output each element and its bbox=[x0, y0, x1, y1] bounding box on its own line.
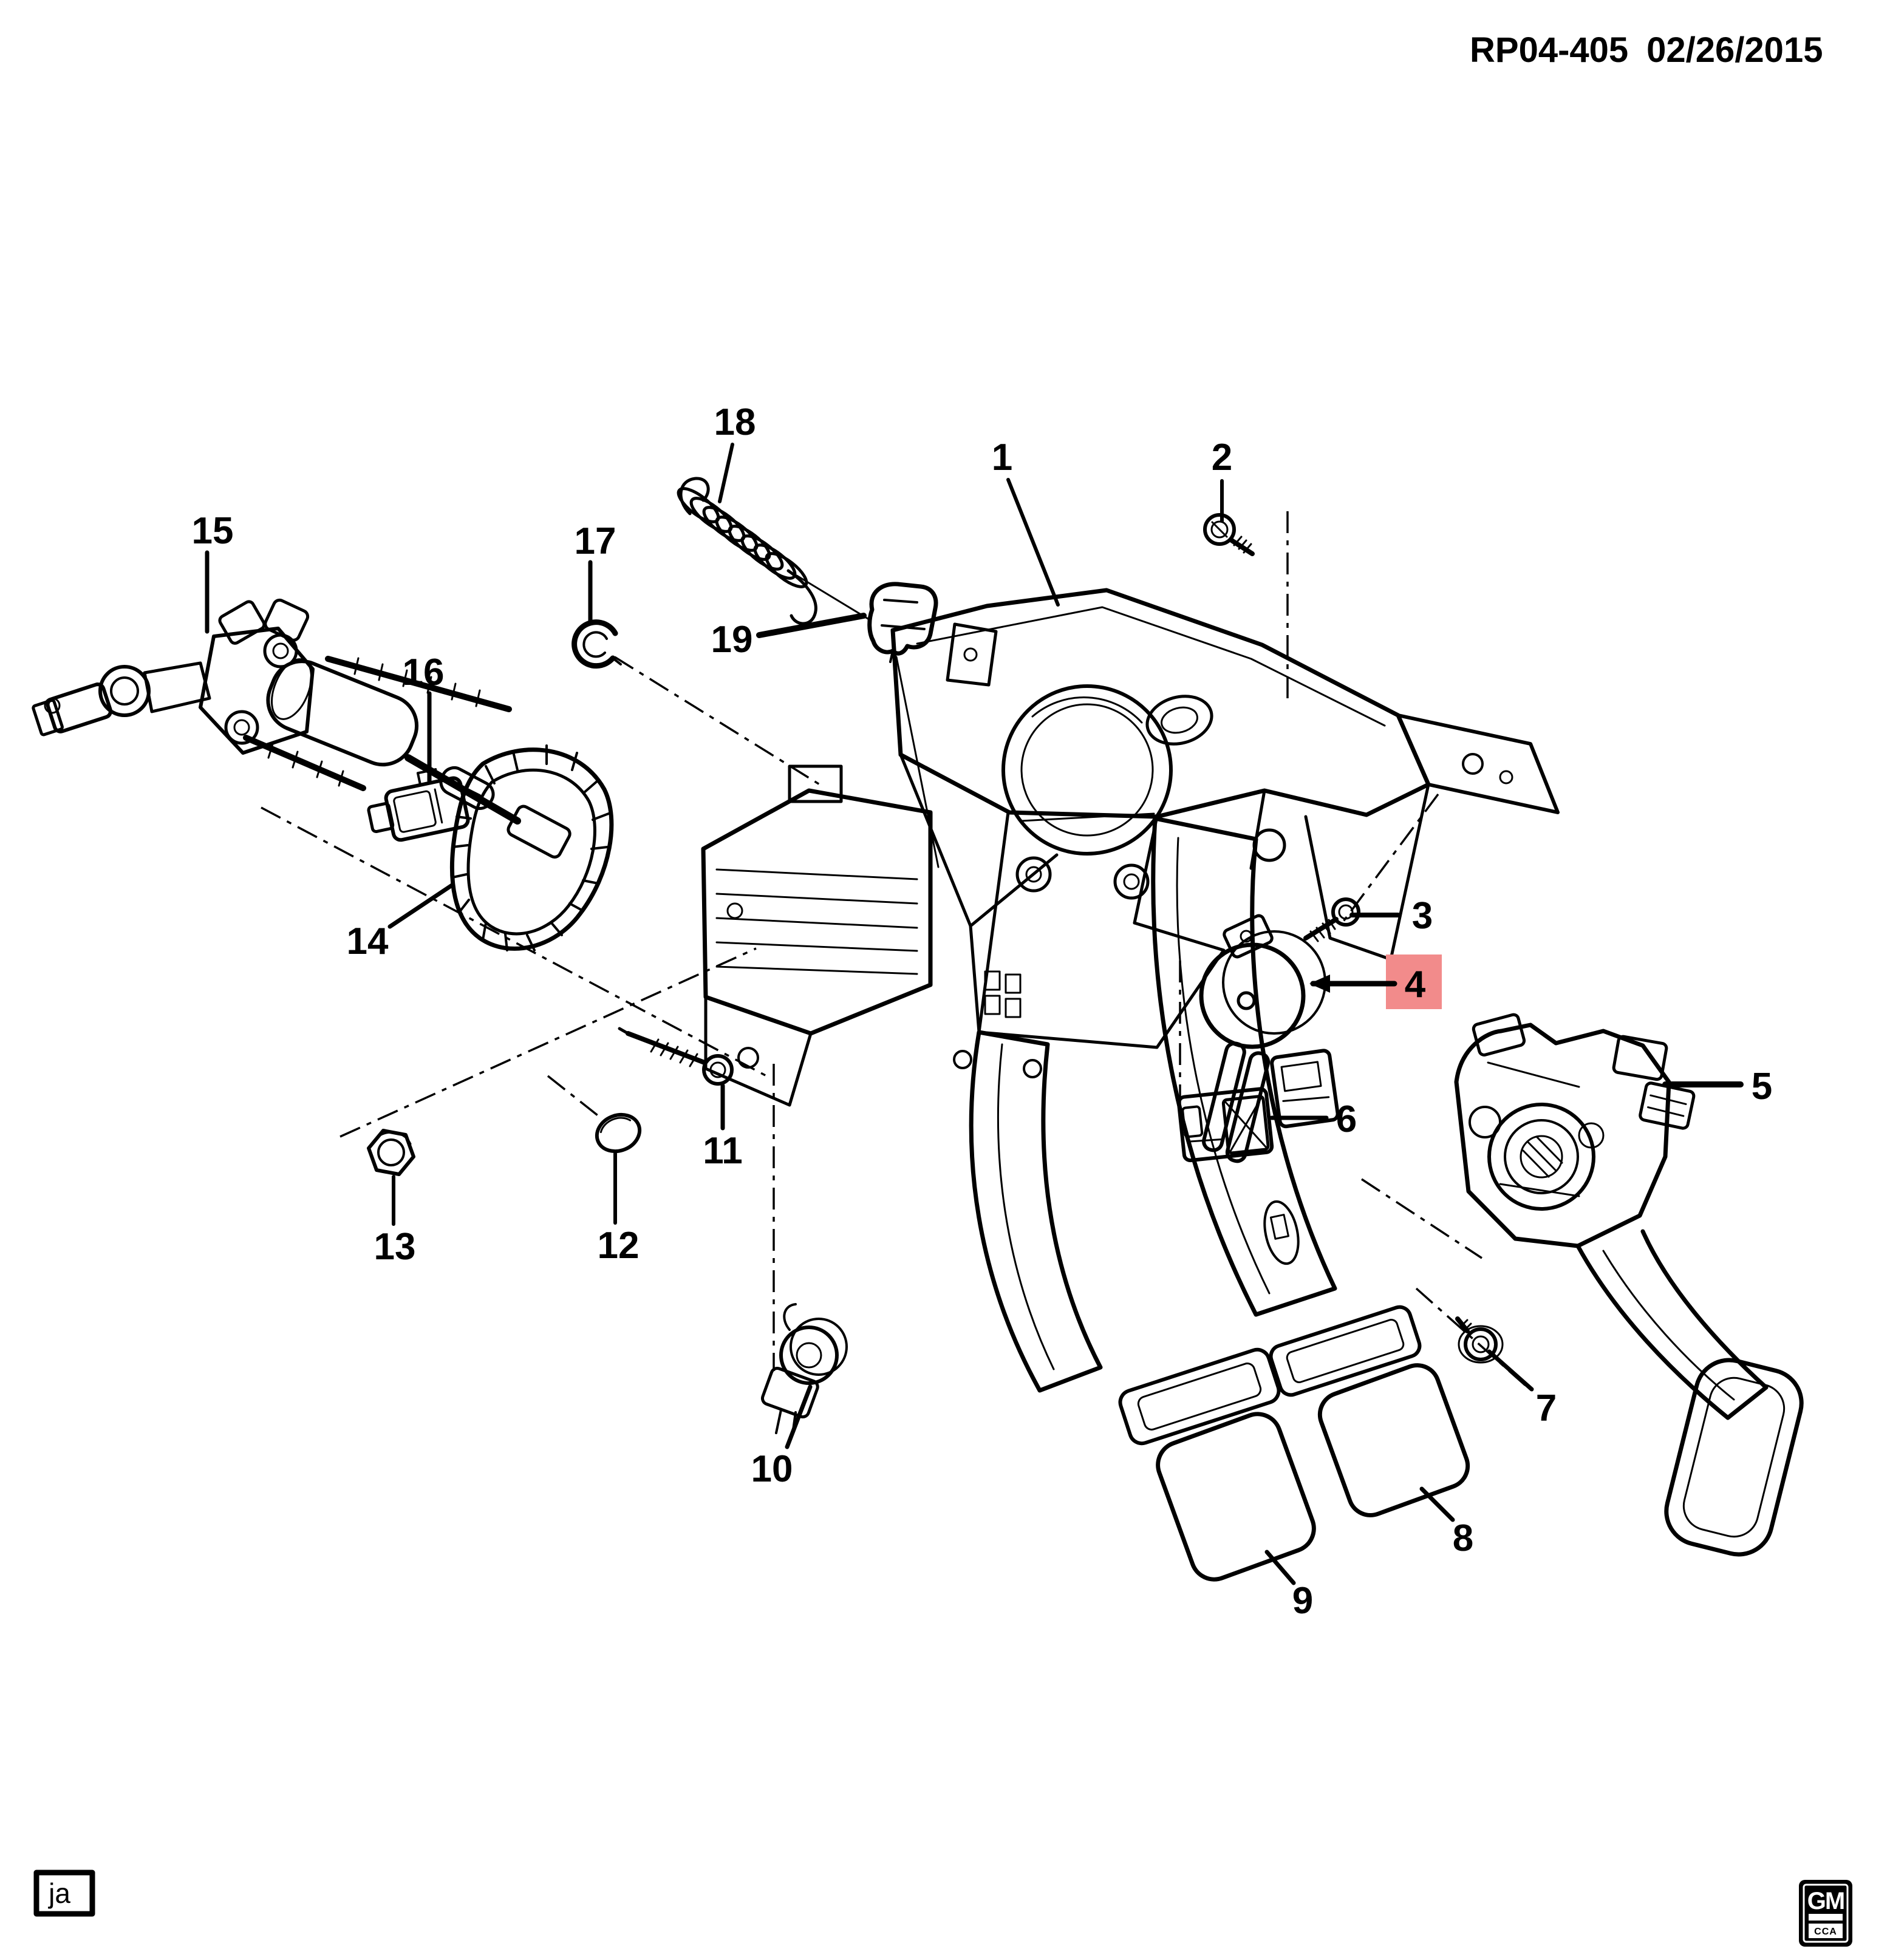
callout-10-label: 10 bbox=[751, 1448, 793, 1490]
screw-2 bbox=[1203, 513, 1255, 556]
clutch-master-cylinder bbox=[32, 598, 571, 859]
callout-18-leader bbox=[718, 443, 734, 503]
header-part-code: RP04-405 bbox=[1470, 30, 1628, 70]
connector-16 bbox=[367, 768, 470, 842]
callout-17-label: 17 bbox=[575, 520, 616, 562]
callout-9-leader bbox=[1264, 1550, 1296, 1585]
screw-3 bbox=[1303, 897, 1360, 942]
language-code-label: ja bbox=[47, 1877, 70, 1909]
header-text: RP04-405 02/26/2015 bbox=[1470, 30, 1823, 70]
grommet bbox=[571, 619, 622, 669]
spring-clip bbox=[867, 582, 938, 663]
callout-2-label: 2 bbox=[1212, 437, 1232, 478]
accelerator-pedal bbox=[1454, 1013, 1804, 1557]
gm-logo: GM CCA bbox=[1799, 1880, 1852, 1947]
callout-18-label: 18 bbox=[714, 401, 756, 443]
callout-10-leader bbox=[785, 1384, 813, 1449]
construction-lines bbox=[261, 511, 1527, 1387]
relation-lines bbox=[796, 574, 940, 868]
header-date: 02/26/2015 bbox=[1646, 30, 1823, 70]
callout-16-label: 16 bbox=[403, 652, 445, 693]
gm-logo-bar bbox=[1809, 1914, 1843, 1921]
language-box-border bbox=[33, 1870, 95, 1917]
gm-logo-inner-border bbox=[1803, 1883, 1849, 1943]
gasket bbox=[449, 744, 614, 951]
screw-11 bbox=[618, 1027, 734, 1086]
callout-15-label: 15 bbox=[192, 510, 234, 552]
gm-division-label: CCA bbox=[1814, 1927, 1837, 1937]
screw-7 bbox=[1455, 1316, 1504, 1364]
callout-7-label: 7 bbox=[1536, 1387, 1557, 1429]
callout-1-label: 1 bbox=[992, 437, 1012, 478]
return-spring bbox=[677, 477, 817, 625]
connector-6 bbox=[1176, 1087, 1274, 1163]
callout-19-label: 19 bbox=[711, 619, 753, 661]
callout-13-label: 13 bbox=[374, 1226, 416, 1268]
callout-19-leader bbox=[756, 613, 867, 638]
callout-4-label: 4 bbox=[1405, 964, 1426, 1006]
pedal-bracket bbox=[701, 588, 1560, 1107]
switch-10 bbox=[760, 1303, 848, 1435]
nut-13 bbox=[367, 1129, 415, 1176]
pedal-pad-9 bbox=[1156, 1412, 1316, 1582]
callout-6-label: 6 bbox=[1336, 1098, 1357, 1140]
callout-4-arrow bbox=[1309, 975, 1330, 993]
callout-5-label: 5 bbox=[1752, 1066, 1772, 1108]
callout-14-leader bbox=[387, 883, 454, 929]
clutch-pedal-arm bbox=[969, 1030, 1281, 1446]
callout-8-label: 8 bbox=[1453, 1517, 1473, 1559]
sensor-4 bbox=[1199, 914, 1340, 1163]
gm-division-plate bbox=[1809, 1924, 1843, 1938]
plug-12 bbox=[595, 1112, 642, 1154]
callout-11-label: 11 bbox=[703, 1130, 743, 1172]
gm-brand-label: GM bbox=[1807, 1888, 1844, 1914]
ja-language-box: ja bbox=[33, 1870, 95, 1917]
callout-14-label: 14 bbox=[347, 920, 389, 962]
callout-3-label: 3 bbox=[1412, 895, 1433, 937]
callout-8-leader bbox=[1419, 1486, 1455, 1522]
callout-9-label: 9 bbox=[1292, 1580, 1313, 1622]
callout-12-label: 12 bbox=[598, 1225, 640, 1267]
callout-7-leader bbox=[1487, 1349, 1534, 1392]
pedal-pad-8 bbox=[1317, 1363, 1470, 1517]
brake-pedal-arm bbox=[1151, 816, 1422, 1397]
callout-1-leader bbox=[1006, 478, 1060, 607]
